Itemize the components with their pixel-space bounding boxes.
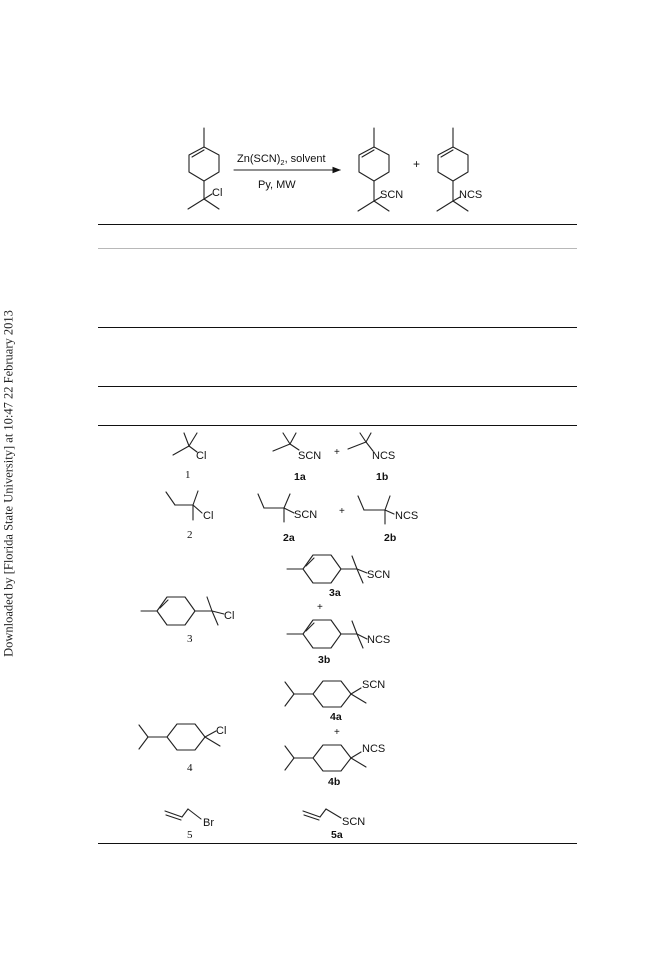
product-3b-id: 3b — [318, 654, 330, 666]
row1-plus-sign: + — [334, 447, 340, 458]
product-2b-id: 2b — [384, 532, 396, 544]
product-1a-molecule — [272, 432, 300, 452]
row4-plus-sign: + — [334, 727, 340, 738]
product-1b-id: 1b — [376, 471, 388, 483]
substrate-4-molecule — [138, 723, 221, 751]
product-4a-group-label: SCN — [362, 679, 385, 691]
table-section-rule-2 — [98, 386, 577, 387]
product-3a-molecule — [286, 554, 368, 584]
substrate-3-id: 3 — [187, 633, 193, 645]
product-4b-molecule — [284, 744, 367, 772]
product-4b-id: 4b — [328, 776, 340, 788]
scheme-product-ncs-label: NCS — [459, 189, 482, 201]
scheme-product-scn-molecule — [357, 127, 390, 212]
scheme-plus-sign: + — [413, 157, 420, 171]
substrate-3-molecule — [140, 596, 225, 626]
scheme-product-ncs-molecule — [436, 127, 469, 212]
table-body-rule — [98, 425, 577, 426]
product-1b-molecule — [347, 432, 374, 452]
table-top-rule — [98, 224, 577, 225]
substrate-4-id: 4 — [187, 762, 193, 774]
product-1a-id: 1a — [294, 471, 306, 483]
substrate-1-group-label: Cl — [196, 450, 206, 462]
reagent-label-top: Zn(SCN)2, solvent — [237, 153, 326, 167]
product-5a-molecule — [302, 808, 342, 821]
table-section-rule-1 — [98, 327, 577, 328]
product-2b-group-label: NCS — [395, 510, 418, 522]
product-3a-group-label: SCN — [367, 569, 390, 581]
scheme-substrate-molecule — [187, 127, 220, 210]
product-3a-id: 3a — [329, 587, 341, 599]
substrate-5-id: 5 — [187, 829, 193, 841]
substrate-2-group-label: Cl — [203, 510, 213, 522]
substrate-3-group-label: Cl — [224, 610, 234, 622]
product-4a-molecule — [284, 680, 367, 708]
row2-plus-sign: + — [339, 506, 345, 517]
product-2b-molecule — [357, 495, 395, 525]
row3-plus-sign: + — [317, 602, 323, 613]
substrate-5-molecule — [164, 808, 202, 821]
substrate-1-id: 1 — [185, 469, 191, 481]
substrate-4-group-label: Cl — [216, 725, 226, 737]
product-4b-group-label: NCS — [362, 743, 385, 755]
product-1a-group-label: SCN — [298, 450, 321, 462]
product-3b-group-label: NCS — [367, 634, 390, 646]
product-1b-group-label: NCS — [372, 450, 395, 462]
table-bottom-rule — [98, 843, 577, 844]
substrate-5-group-label: Br — [203, 817, 214, 829]
substrate-2-molecule — [165, 490, 203, 521]
substrate-2-id: 2 — [187, 529, 193, 541]
product-5a-id: 5a — [331, 829, 343, 841]
product-3b-molecule — [286, 619, 368, 649]
scheme-substrate-cl-label: Cl — [212, 187, 222, 199]
product-4a-id: 4a — [330, 711, 342, 723]
product-2a-group-label: SCN — [294, 509, 317, 521]
table-header-rule — [98, 248, 577, 249]
reagent-label-bottom: Py, MW — [258, 179, 296, 191]
product-5a-group-label: SCN — [342, 816, 365, 828]
product-2a-molecule — [257, 493, 295, 523]
scheme-product-scn-label: SCN — [380, 189, 403, 201]
substrate-1-molecule — [172, 432, 198, 456]
product-2a-id: 2a — [283, 532, 295, 544]
